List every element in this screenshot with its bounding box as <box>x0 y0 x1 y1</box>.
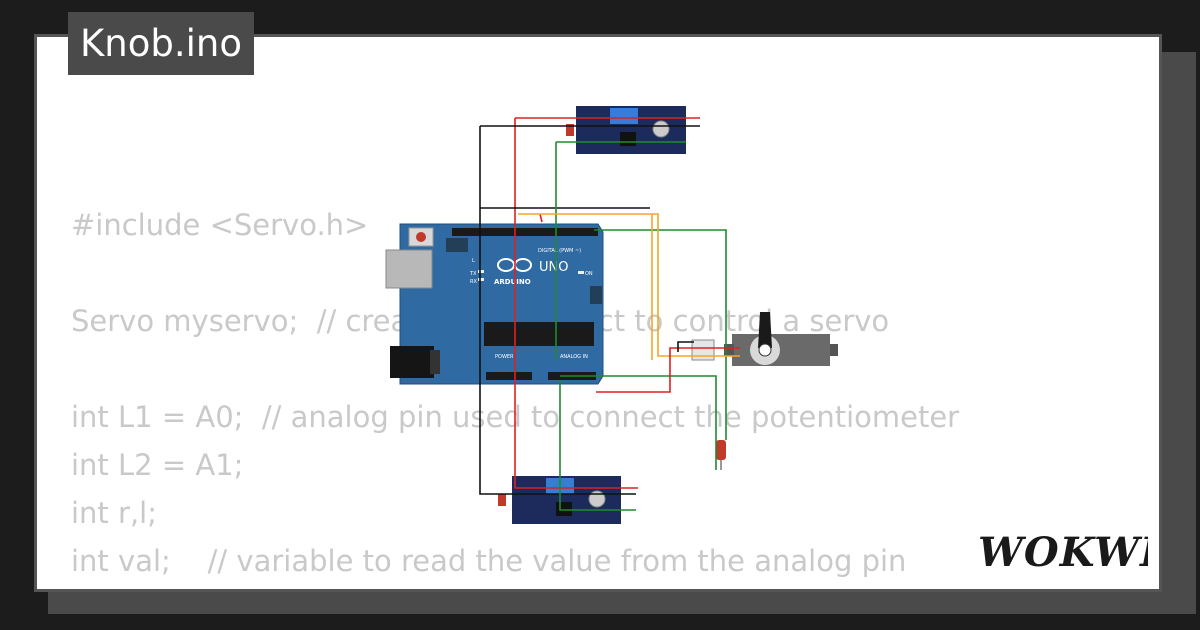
servo-motor[interactable] <box>691 312 838 366</box>
board-name: UNO <box>539 260 568 275</box>
sensor-module-top[interactable] <box>566 106 686 154</box>
power-header <box>486 372 532 380</box>
header-analog-label: ANALOG IN <box>560 354 588 360</box>
arduino-uno-board[interactable]: UNO ARDUINO DIGITAL (PWM ~) POWER ANALOG… <box>385 223 604 385</box>
code-line: #include <Servo.h> <box>71 208 369 242</box>
rx-led <box>478 278 484 281</box>
led[interactable] <box>716 440 726 470</box>
code-line: int val; // variable to read the value f… <box>71 544 907 578</box>
potentiometer <box>610 108 638 124</box>
tx-led <box>478 270 484 273</box>
wires <box>479 117 740 511</box>
code-line: int L1 = A0; // analog pin used to conne… <box>71 400 960 434</box>
microcontroller-chip <box>484 322 594 346</box>
on-led <box>578 271 584 274</box>
code-line: int L2 = A1; <box>71 448 244 482</box>
code-preview: #include <Servo.h>Servo myservo; // crea… <box>71 201 959 585</box>
reset-button[interactable] <box>408 227 434 247</box>
wokwi-logo: WOKWI <box>978 529 1148 576</box>
project-title: Knob.ino <box>68 12 254 75</box>
on-label: ON <box>585 271 593 277</box>
header-digital-label: DIGITAL (PWM ~) <box>538 248 581 254</box>
board-maker: ARDUINO <box>494 278 531 286</box>
wokwi-logo-text: WOKWI <box>978 529 1148 576</box>
power-jack <box>390 346 434 378</box>
usb-port <box>385 249 433 289</box>
code-line: int r,l; <box>71 496 157 530</box>
digital-header <box>452 228 598 236</box>
tx-label: TX <box>469 271 477 277</box>
sensor-module-bottom[interactable] <box>498 476 621 524</box>
rx-label: RX <box>470 279 477 285</box>
header-power-label: POWER <box>495 354 514 360</box>
l-label: L <box>472 258 475 264</box>
